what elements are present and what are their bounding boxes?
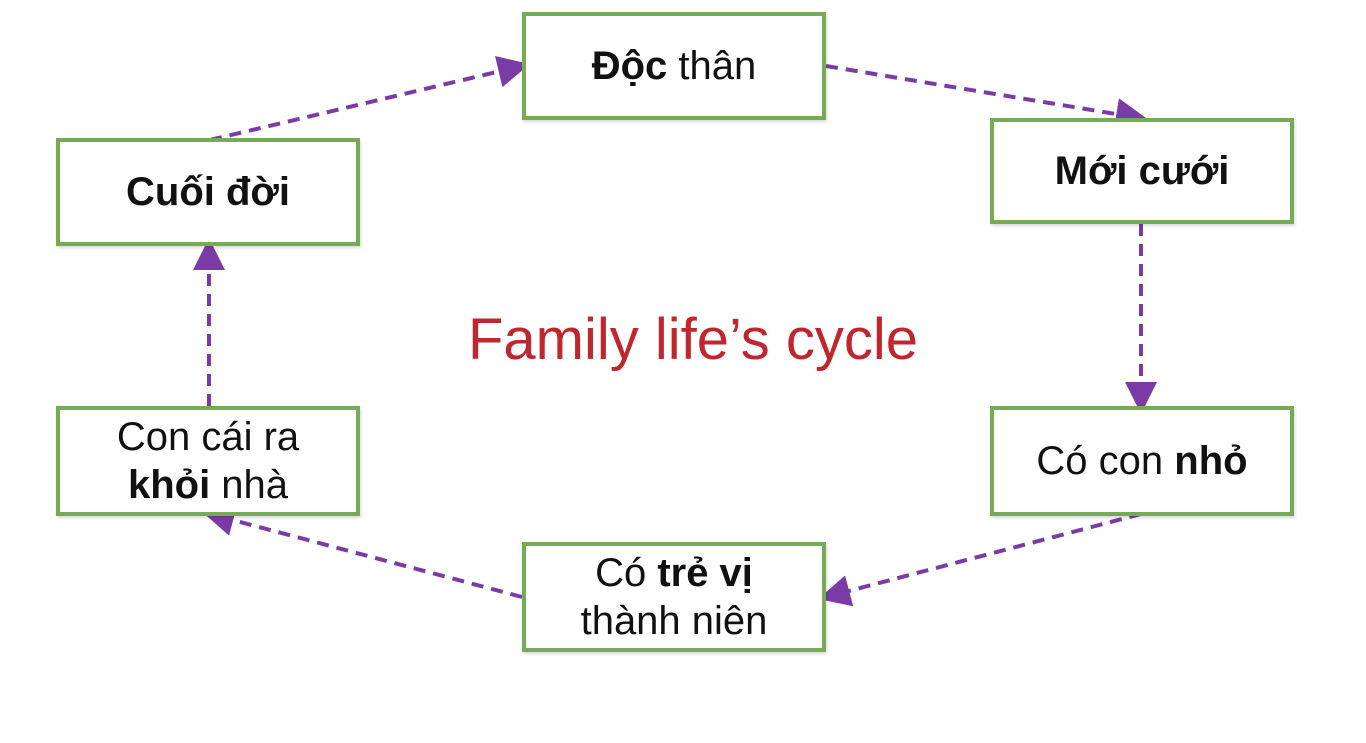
diagram-title: Family life’s cycle <box>467 307 919 372</box>
arrow-doc-than-to-moi-cuoi <box>825 64 1148 130</box>
stage-box-con-cai-ra-khoi-nha: Con cái ra khỏi nhà <box>56 406 360 516</box>
stage-label: Độc thân <box>592 42 757 90</box>
arrow-cuoi-doi-to-doc-than <box>209 55 530 142</box>
stage-label-bold: Mới cưới <box>1054 149 1230 193</box>
stage-label-line1: Con cái ra <box>116 415 300 459</box>
stage-label-normal: nhà <box>210 463 289 507</box>
arrow-co-tre-to-con-cai <box>202 504 523 599</box>
stage-label-normal: thân <box>667 44 757 88</box>
stage-box-doc-than: Độc thân <box>522 12 826 120</box>
stage-label-bold: Độc <box>591 44 668 88</box>
stage-label-line1: Có trẻ vị <box>595 549 753 597</box>
stage-label-line2: khỏi nhà <box>128 461 288 509</box>
stage-label-bold: nhỏ <box>1174 439 1248 483</box>
arrow-co-con-nho-to-co-tre <box>818 512 1142 607</box>
stage-label-bold: Cuối đời <box>126 170 290 214</box>
stage-box-cuoi-doi: Cuối đời <box>56 138 360 246</box>
stage-label: Có con nhỏ <box>1036 437 1247 485</box>
stage-box-moi-cuoi: Mới cưới <box>990 118 1294 224</box>
stage-label-bold: khỏi <box>127 463 211 507</box>
stage-label-line2: thành niên <box>580 599 768 643</box>
stage-box-co-con-nho: Có con nhỏ <box>990 406 1294 516</box>
stage-label-normal: Có <box>595 551 658 595</box>
stage-label-bold: trẻ vị <box>657 551 753 595</box>
stage-box-co-tre-vi-thanh-nien: Có trẻ vị thành niên <box>522 542 826 652</box>
stage-label-normal: Có con <box>1036 439 1175 483</box>
